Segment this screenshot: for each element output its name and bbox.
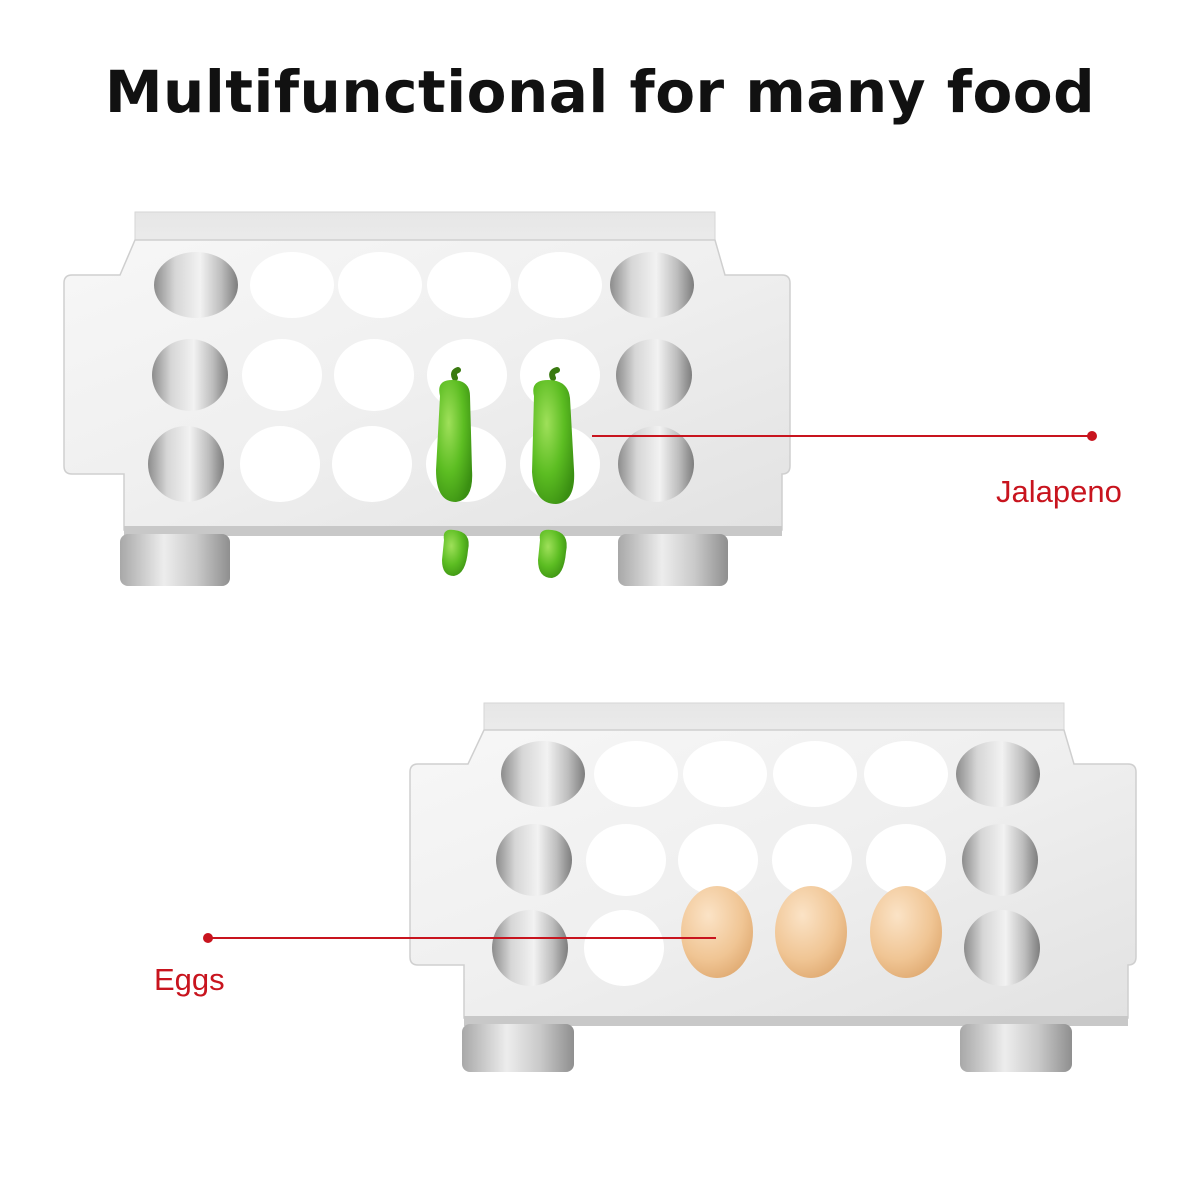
- rack-holes-row-1: [154, 252, 694, 318]
- callout-dot-eggs: [203, 933, 213, 943]
- rack-top: [63, 211, 791, 586]
- rack-holes-row-1: [501, 741, 1040, 807]
- jalapeno-pepper: [436, 367, 473, 576]
- rack-holes-row-3: [492, 910, 1040, 986]
- rack-holes-row-2: [496, 824, 1038, 896]
- egg: [870, 886, 942, 978]
- rack-leg-right: [960, 1024, 1072, 1072]
- egg: [775, 886, 847, 978]
- callout-label-eggs: Eggs: [154, 962, 225, 997]
- jalapeno-pepper: [532, 367, 575, 578]
- rack-front-edge: [464, 1016, 1128, 1026]
- page-title: Multifunctional for many food: [104, 58, 1096, 126]
- rack-leg-left: [462, 1024, 574, 1072]
- rack-holes-row-2: [152, 339, 692, 411]
- rack-leg-right: [618, 534, 728, 586]
- rack-leg-left: [120, 534, 230, 586]
- callout-dot-jalapeno: [1087, 431, 1097, 441]
- callout-label-jalapeno: Jalapeno: [996, 474, 1122, 509]
- egg: [681, 886, 753, 978]
- rack-bottom: [409, 702, 1137, 1072]
